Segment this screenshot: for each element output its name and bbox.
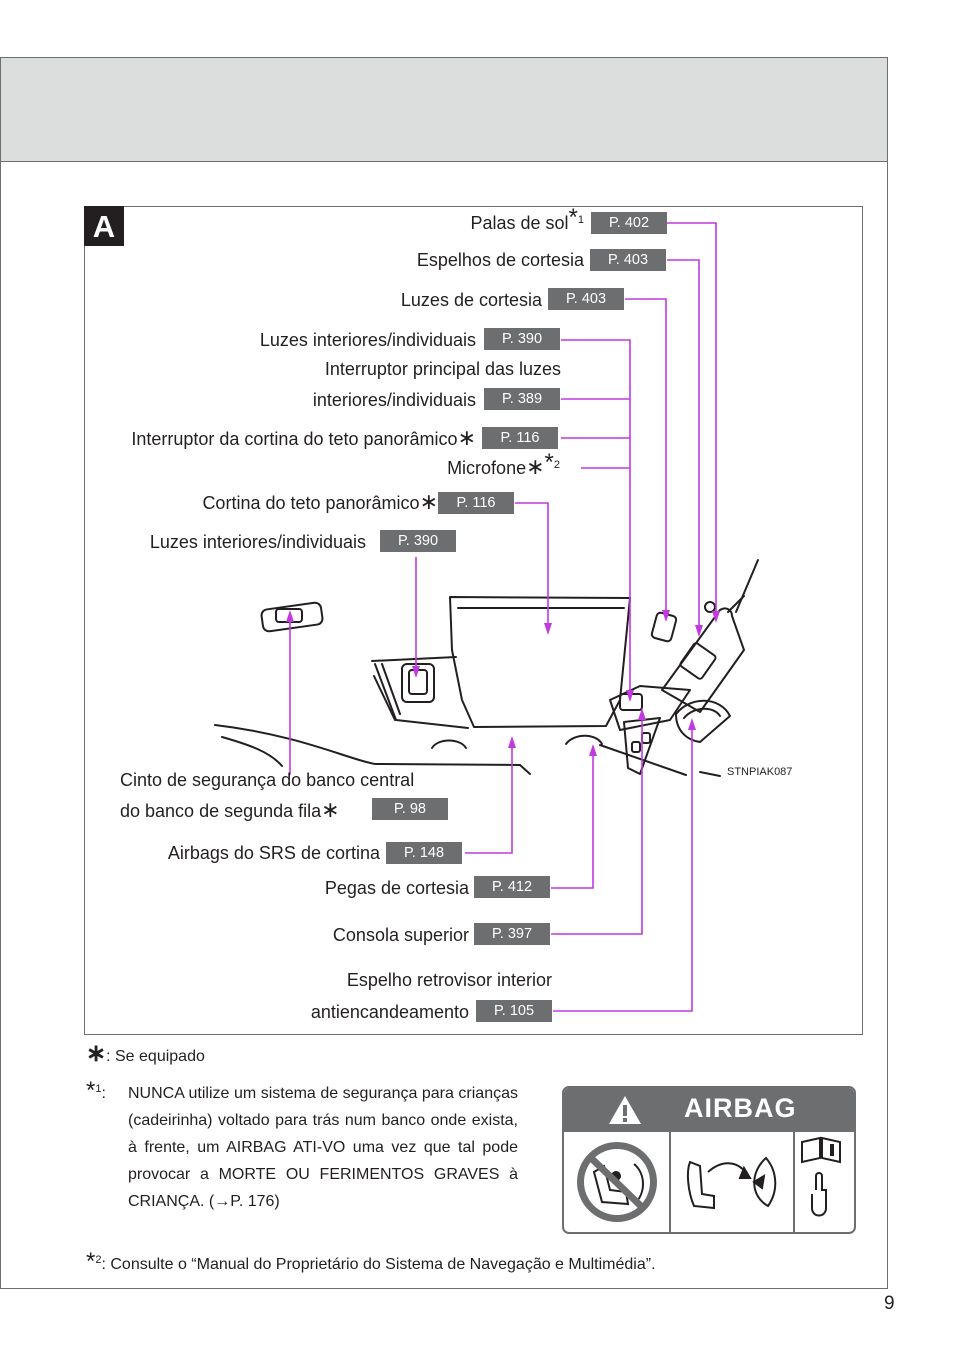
page-ref-consola[interactable]: P. 397 bbox=[474, 923, 550, 945]
grab-handle-left bbox=[431, 739, 467, 749]
courtesy-light-drawing bbox=[650, 611, 678, 643]
footnote-2: *2: Consulte o “Manual do Proprietário d… bbox=[86, 1248, 656, 1275]
page-ref-luzes-interiores-1[interactable]: P. 390 bbox=[484, 328, 560, 350]
label-luzes-interiores-1: Luzes interiores/individuais bbox=[259, 330, 476, 350]
header-band bbox=[1, 58, 887, 162]
label-luzes-interiores-2: Luzes interiores/individuais bbox=[149, 532, 366, 552]
label-luzes-de-cortesia: Luzes de cortesia bbox=[400, 290, 542, 310]
rear-mirror-drawing bbox=[675, 699, 731, 743]
label-airbags: Airbags do SRS de cortina bbox=[167, 843, 380, 863]
label-interruptor-line2: interiores/individuais bbox=[312, 390, 476, 410]
leader-lines bbox=[289, 222, 717, 1012]
page-ref-airbags[interactable]: P. 148 bbox=[386, 842, 462, 864]
page-ref-espelho[interactable]: P. 105 bbox=[476, 1000, 552, 1022]
airbag-brand-text: AIRBAG bbox=[684, 1093, 797, 1123]
page-ref-espelhos[interactable]: P. 403 bbox=[590, 249, 666, 271]
no-child-seat-icon bbox=[577, 1142, 657, 1222]
leader-arrowheads bbox=[286, 610, 720, 756]
label-espelho-line2: antiencandeamento bbox=[310, 1002, 469, 1022]
section-badge: A bbox=[84, 206, 124, 246]
page-ref-luzes-cortesia[interactable]: P. 403 bbox=[548, 288, 624, 310]
airbag-header: AIRBAG bbox=[564, 1088, 854, 1132]
grab-handle-right bbox=[565, 734, 603, 745]
label-consola: Consola superior bbox=[332, 925, 469, 945]
rear-light-drawing bbox=[401, 663, 435, 703]
label-espelho-line1: Espelho retrovisor interior bbox=[346, 970, 552, 990]
page-ref-cinto[interactable]: P. 98 bbox=[372, 798, 448, 820]
read-manual-icon bbox=[801, 1136, 841, 1217]
image-id: STNPIAK087 bbox=[727, 766, 793, 778]
label-palas-de-sol: Palas de sol*1 bbox=[470, 204, 584, 234]
airbag-warning-label: AIRBAG bbox=[562, 1086, 856, 1234]
label-cinto-line2: do banco de segunda fila∗ bbox=[120, 797, 340, 822]
label-microfone: Microfone∗*2 bbox=[447, 449, 560, 479]
label-cortina: Cortina do teto panorâmico∗ bbox=[202, 489, 438, 514]
diagram-box bbox=[84, 206, 863, 1035]
footnote-equipado: ∗: Se equipado bbox=[86, 1040, 205, 1067]
page-ref-cortina[interactable]: P. 116 bbox=[438, 492, 514, 514]
page-ref-interruptor-cortina[interactable]: P. 116 bbox=[482, 427, 558, 449]
page-ref-palas-de-sol[interactable]: P. 402 bbox=[591, 212, 667, 234]
label-interruptor-line1: Interruptor principal das luzes bbox=[324, 359, 561, 379]
airbag-pictograms bbox=[577, 1132, 841, 1232]
page-frame bbox=[0, 57, 888, 1289]
footnote-1-text: NUNCA utilize um sistema de segurança pa… bbox=[128, 1085, 518, 1210]
label-pegas: Pegas de cortesia bbox=[324, 878, 469, 898]
seat-airbag-icon bbox=[686, 1156, 777, 1210]
page-number: 9 bbox=[884, 1293, 895, 1314]
page-ref-pegas[interactable]: P. 412 bbox=[474, 876, 550, 898]
footnote-1-marker: *1: bbox=[86, 1077, 106, 1104]
page-ref-luzes-interiores-2[interactable]: P. 390 bbox=[380, 530, 456, 552]
label-interruptor-cortina: Interruptor da cortina do teto panorâmic… bbox=[131, 425, 476, 450]
warning-triangle-icon bbox=[609, 1096, 641, 1124]
panoramic-roof-drawing bbox=[449, 596, 631, 728]
page-ref-interruptor[interactable]: P. 389 bbox=[484, 388, 560, 410]
label-cinto-line1: Cinto de segurança do banco central bbox=[120, 770, 415, 790]
label-espelhos-de-cortesia: Espelhos de cortesia bbox=[416, 250, 584, 270]
